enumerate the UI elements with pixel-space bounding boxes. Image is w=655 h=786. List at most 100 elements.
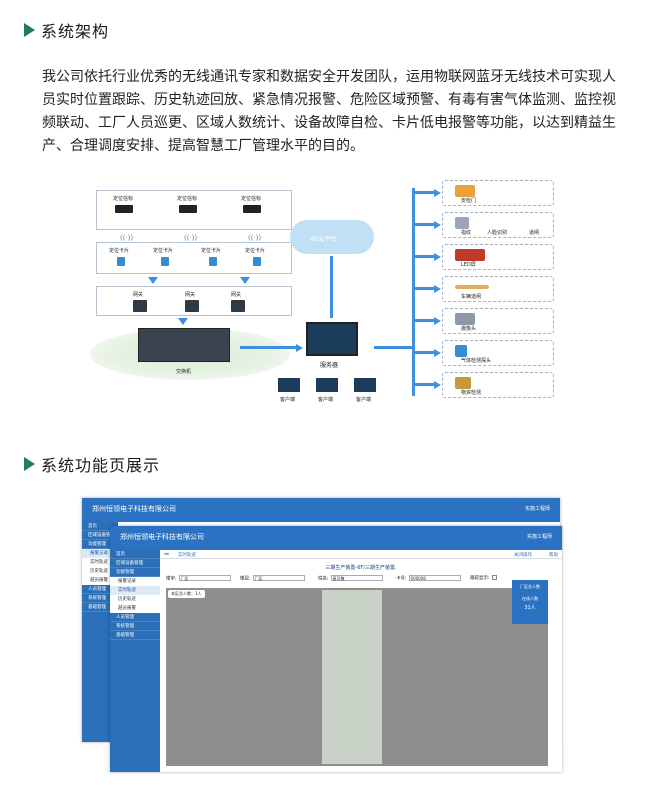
arrow-right-icon [434, 349, 441, 357]
subsystem-label: 气体检测探头 [461, 358, 492, 364]
sidebar-item-overstaff[interactable]: 越员报警 [110, 604, 160, 613]
front-window-header: 郑州恒领电子科技有限公司 实施工程师 [110, 526, 562, 550]
stats-panel: 厂区总人数 在线人数 31人 [512, 580, 548, 624]
subsystem-label: 摄像头 [461, 326, 477, 332]
led-screen-icon [455, 249, 485, 261]
sidebar-item-history[interactable]: 历史轨迹 [110, 595, 160, 604]
card-icon [209, 257, 217, 266]
company-name: 郑州恒领电子科技有限公司 [92, 505, 176, 513]
sidebar-item-function[interactable]: 功能管理 [110, 568, 160, 577]
sidebar-item-basic[interactable]: 基础管理 [110, 631, 160, 640]
arrow-down-icon [178, 318, 188, 325]
switch-icon [138, 328, 230, 362]
gateway-icon [185, 300, 199, 312]
menu-item[interactable]: 基础管理 [82, 603, 118, 612]
client-label: 客户端 [356, 397, 372, 403]
map-canvas[interactable]: 本区总人数：1人 [166, 588, 548, 766]
section-header-architecture: 系统架构 [24, 18, 109, 42]
gateway-label-1: 网关 [133, 292, 144, 298]
card-icon [161, 257, 169, 266]
factory-select[interactable]: 厂区 [178, 575, 231, 581]
help-button[interactable]: 帮助 [549, 553, 558, 558]
gas-sensor-icon [455, 345, 467, 357]
connector [412, 351, 434, 354]
user-menu[interactable]: 实施工程师 [526, 534, 552, 540]
section-marker-icon [24, 457, 35, 471]
cloud-label: 4G云平台 [310, 236, 337, 243]
sidebar-item-home[interactable]: 首页 [110, 550, 160, 559]
menu-item[interactable]: 人员管理 [82, 585, 118, 594]
connector [330, 256, 333, 318]
subsystem-material: 物资检测 [442, 372, 554, 398]
tab-nav-icon[interactable]: ◂◂ [164, 552, 169, 557]
arrow-right-icon [434, 253, 441, 261]
tab-realtime[interactable]: 实时轨迹 [178, 553, 196, 558]
client-label: 客户端 [280, 397, 296, 403]
sidebar-item-personnel[interactable]: 人员管理 [110, 613, 160, 622]
panel-title: 厂区总人数 [520, 584, 540, 589]
arrow-right-icon [434, 221, 441, 229]
subsystem-label: LED屏 [461, 262, 476, 268]
sidebar-item-alarm[interactable]: 报警记录 [110, 577, 160, 586]
sidebar-item-area[interactable]: 区域设备管理 [110, 559, 160, 568]
subsystem-access: 指纹 人脸识别 道闸 [442, 212, 554, 238]
menu-item[interactable]: 区域设备管理 [82, 531, 118, 540]
menu-item[interactable]: 报警记录 [82, 549, 118, 558]
subsystem-label: 物资检测 [461, 390, 482, 396]
fingerprint-icon [455, 217, 469, 229]
subsystem-label: 道闸 [529, 230, 540, 236]
floor-select[interactable]: 厂区 [252, 575, 305, 581]
subsystem-label: 指纹 [461, 230, 472, 236]
section-marker-icon [24, 23, 35, 37]
filter-label: 楼层: [240, 576, 251, 582]
menu-item[interactable]: 实时轨迹 [82, 558, 118, 567]
arrow-down-icon [148, 277, 158, 284]
signal-icon: ((·)) [120, 234, 134, 242]
sidebar: 首页 区域设备管理 功能管理 报警记录 实时轨迹 历史轨迹 越员报警 人员管理 … [110, 550, 160, 772]
front-window: 郑州恒领电子科技有限公司 实施工程师 首页 区域设备管理 功能管理 报警记录 实… [110, 526, 562, 772]
sidebar-item-realtime[interactable]: 实时轨迹 [110, 586, 160, 595]
gateway-label-2: 网关 [185, 292, 196, 298]
close-ops-button[interactable]: 关闭操作 [514, 553, 532, 558]
architecture-diagram: 定位信标 定位信标 定位信标 ((·)) ((·)) ((·)) 定位卡片 定位… [90, 178, 560, 410]
subsystem-label: 车辆道闸 [461, 294, 482, 300]
menu-item[interactable]: 越员报警 [82, 576, 118, 585]
subsystem-security-gate: 安检门 [442, 180, 554, 206]
connector [412, 287, 434, 290]
beacon-label-2: 定位信标 [177, 196, 198, 202]
menu-item[interactable]: 系统管理 [82, 594, 118, 603]
filter-bar: 楼宇:厂区 楼层:厂区 姓名:袁可敬 卡号:000008 跟踪显示: [160, 572, 562, 586]
beacon-group: 定位信标 定位信标 定位信标 [96, 190, 292, 230]
panel-count: 31人 [524, 605, 536, 611]
filter-label: 卡号: [396, 576, 407, 582]
card-label-4: 定位卡片 [245, 248, 266, 254]
section-header-functions: 系统功能页展示 [24, 452, 160, 476]
connector [412, 191, 434, 194]
subsystem-camera: 摄像头 [442, 308, 554, 334]
signal-icon: ((·)) [248, 234, 262, 242]
sidebar-item-system[interactable]: 系统管理 [110, 622, 160, 631]
client-icon [278, 378, 300, 392]
card-label-3: 定位卡片 [201, 248, 222, 254]
gateway-icon [133, 300, 147, 312]
connector [412, 319, 434, 322]
menu-item[interactable]: 功能管理 [82, 540, 118, 549]
intro-paragraph: 我公司依托行业优秀的无线通讯专家和数据安全开发团队，运用物联网蓝牙无线技术可实现… [42, 69, 616, 154]
name-input[interactable]: 袁可敬 [330, 575, 383, 581]
beacon-icon [115, 205, 133, 213]
filter-label: 姓名: [318, 576, 329, 582]
beacon-icon [243, 205, 261, 213]
user-menu[interactable]: 实施工程师 [524, 506, 550, 512]
connector [412, 383, 434, 386]
filter-label: 跟踪显示: [470, 576, 490, 581]
menu-item[interactable]: 历史轨迹 [82, 567, 118, 576]
card-label-2: 定位卡片 [153, 248, 174, 254]
card-input[interactable]: 000008 [408, 575, 461, 581]
security-gate-icon [455, 185, 475, 197]
menu-item[interactable]: 首页 [82, 522, 118, 531]
connector [412, 223, 434, 226]
gateway-icon [231, 300, 245, 312]
arrow-right-icon [296, 344, 303, 352]
barrier-icon [455, 285, 489, 289]
track-checkbox[interactable] [491, 575, 497, 580]
